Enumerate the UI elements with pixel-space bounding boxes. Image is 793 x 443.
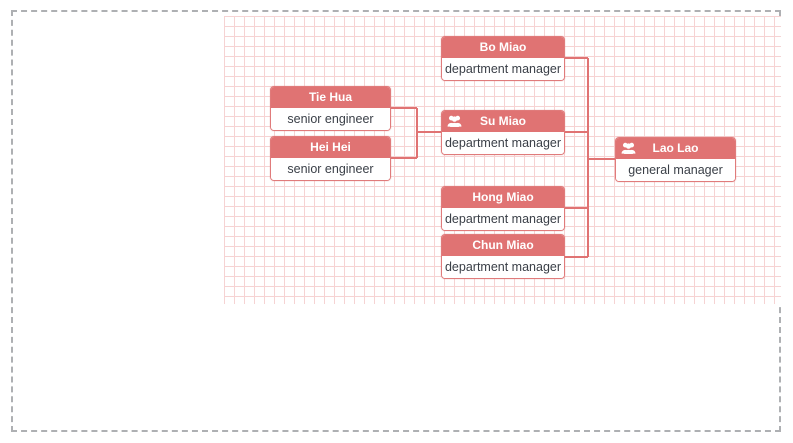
org-node-name: Hei Hei [310, 140, 351, 154]
org-node-name: Bo Miao [479, 40, 527, 54]
org-node-name: Tie Hua [308, 90, 353, 104]
org-node-header: Su Miao [442, 111, 564, 132]
org-node-name: Hong Miao [472, 190, 534, 204]
group-icon [621, 141, 636, 156]
org-node-name: Lao Lao [652, 141, 699, 155]
org-node-header: Bo Miao [442, 37, 564, 58]
org-node-su-miao[interactable]: Su Miao department manager [441, 110, 565, 155]
org-node-title: department manager [442, 256, 564, 278]
org-node-name: Chun Miao [472, 238, 534, 252]
group-icon [447, 114, 462, 129]
org-node-header: Tie Hua [271, 87, 390, 108]
org-node-title: department manager [442, 58, 564, 80]
org-node-title: department manager [442, 208, 564, 230]
org-node-header: Hei Hei [271, 137, 390, 158]
org-node-lao-lao[interactable]: Lao Lao general manager [615, 137, 736, 182]
org-node-hong-miao[interactable]: Hong Miao department manager [441, 186, 565, 231]
org-node-title: department manager [442, 132, 564, 154]
org-node-name: Su Miao [479, 114, 526, 128]
org-node-header: Lao Lao [616, 138, 735, 159]
org-node-tie-hua[interactable]: Tie Hua senior engineer [270, 86, 391, 131]
org-node-bo-miao[interactable]: Bo Miao department manager [441, 36, 565, 81]
org-node-title: senior engineer [271, 158, 390, 180]
org-node-header: Chun Miao [442, 235, 564, 256]
org-node-title: general manager [616, 159, 735, 181]
org-node-chun-miao[interactable]: Chun Miao department manager [441, 234, 565, 279]
org-node-header: Hong Miao [442, 187, 564, 208]
org-node-hei-hei[interactable]: Hei Hei senior engineer [270, 136, 391, 181]
org-node-title: senior engineer [271, 108, 390, 130]
